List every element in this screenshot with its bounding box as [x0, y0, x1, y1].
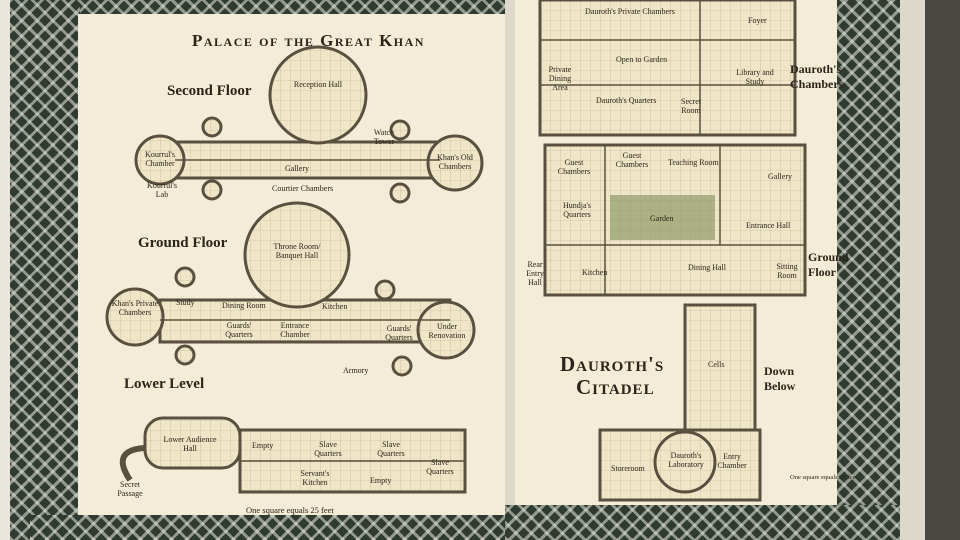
- watch-tower-icon: [201, 116, 223, 138]
- lower-audience-hall-label: Lower Audience Hall: [163, 435, 217, 453]
- under-renovation-circle: [416, 300, 476, 360]
- secret-passage-path: [119, 445, 146, 482]
- kitchen-label: Kitchen: [582, 268, 608, 277]
- garden-planting: [610, 195, 715, 240]
- watch-tower-icon: [174, 266, 196, 288]
- dining-room-label: Dining Room: [222, 301, 266, 310]
- secret-passage-label: Secret Passage: [117, 480, 143, 498]
- cells-label: Cells: [708, 360, 725, 369]
- open-to-garden-label: Open to Garden: [616, 55, 668, 64]
- watch-tower-icon: [389, 119, 411, 141]
- left-celtic-border-side: [10, 0, 80, 540]
- second-floor-heading: Second Floor: [167, 83, 252, 99]
- kourrul-chamber-label: Kourrul's Chamber: [145, 150, 175, 168]
- watch-tower-label: Watch Tower: [373, 128, 395, 146]
- khans-old-chambers-circle: [426, 134, 484, 192]
- left-celtic-border-bottom: [30, 515, 515, 540]
- under-renovation-label: Under Renovation: [428, 322, 466, 340]
- library-and-study-label: Library and Study: [736, 68, 774, 86]
- throne-room-circle: [243, 201, 351, 309]
- slave-quarters-label: Slave Quarters: [426, 458, 454, 476]
- rear-entry-hall-label: Rear Entry Hall: [526, 260, 544, 287]
- throne-room-label: Throne Room/ Banquet Hall: [273, 242, 321, 260]
- dauroth-chambers-side-label: Dauroth's Chambers: [790, 62, 844, 91]
- entrance-chamber-label: Entrance Chamber: [280, 321, 310, 339]
- entry-chamber-label: Entry Chamber: [717, 452, 747, 470]
- laboratory-circle: [653, 430, 717, 494]
- khans-private-chambers-label: Khan's Private Chambers: [111, 299, 159, 317]
- empty-label: Empty: [370, 476, 392, 485]
- empty-label: Empty: [252, 441, 274, 450]
- cells-block: [683, 303, 757, 437]
- garden-label: Garden: [650, 214, 674, 223]
- guest-chambers-label: Guest Chambers: [557, 158, 591, 176]
- dauroth-chambers-block: [538, 0, 797, 137]
- down-below-label: Down Below: [764, 364, 796, 393]
- storeroom-label: Storeroom: [611, 464, 645, 473]
- courtier-chambers-label: Courtier Chambers: [272, 184, 334, 193]
- left-celtic-border-top: [75, 0, 515, 14]
- lower-level-heading: Lower Level: [124, 376, 205, 392]
- dining-hall-label: Dining Hall: [688, 263, 726, 272]
- gallery-label: Gallery: [768, 172, 792, 181]
- guards-quarters-label: Guards' Quarters: [225, 321, 253, 339]
- foyer-label: Foyer: [748, 16, 767, 25]
- gallery-label: Gallery: [285, 164, 309, 173]
- teaching-room-label: Teaching Room: [668, 158, 719, 167]
- citadel-title-line2: Citadel: [576, 375, 655, 399]
- study-label: Study: [176, 298, 195, 307]
- right-celtic-border-side: [835, 0, 900, 540]
- guest-chambers-label: Guest Chambers: [615, 151, 649, 169]
- dauroth-private-chambers-label: Dauroth's Private Chambers: [585, 7, 675, 16]
- dauroth-quarters-label: Dauroth's Quarters: [596, 96, 657, 105]
- guards-quarters-label: Guards' Quarters: [385, 324, 413, 342]
- sitting-room-label: Sitting Room: [776, 262, 798, 280]
- citadel-title-line1: Dauroth's: [560, 352, 665, 376]
- khans-old-chambers-label: Khan's Old Chambers: [437, 153, 473, 171]
- scale-note: One square equals 25 feet: [246, 505, 334, 515]
- khans-private-chambers-circle: [105, 287, 165, 347]
- reception-hall-label: Reception Hall: [293, 80, 343, 89]
- hundjas-quarters-label: Hundja's Quarters: [562, 201, 592, 219]
- palace-map-title: Palace of the Great Khan: [192, 31, 425, 50]
- ground-floor-heading: Ground Floor: [138, 235, 228, 251]
- reception-hall-circle: [268, 45, 368, 145]
- armory-label: Armory: [343, 366, 369, 375]
- watch-tower-icon: [374, 279, 396, 301]
- watch-tower-icon: [201, 179, 223, 201]
- laboratory-label: Dauroth's Laboratory: [668, 451, 704, 469]
- right-celtic-border-bottom: [505, 505, 900, 540]
- slave-quarters-label: Slave Quarters: [377, 440, 405, 458]
- kitchen-label: Kitchen: [322, 302, 348, 311]
- secret-room-label: Secret Room: [681, 97, 701, 115]
- watch-tower-icon: [174, 344, 196, 366]
- watch-tower-icon: [391, 355, 413, 377]
- citadel-ground-floor-side-label: Ground Floor: [808, 250, 849, 279]
- slave-quarters-label: Slave Quarters: [314, 440, 342, 458]
- watch-tower-icon: [389, 182, 411, 204]
- kourrul-lab-label: Kourrul's Lab: [147, 181, 177, 199]
- entrance-hall-label: Entrance Hall: [746, 221, 791, 230]
- servants-kitchen-label: Servant's Kitchen: [300, 469, 330, 487]
- scale-note-right: One square equals 25 feet: [790, 474, 858, 481]
- private-dining-area-label: Private Dining Area: [548, 65, 572, 92]
